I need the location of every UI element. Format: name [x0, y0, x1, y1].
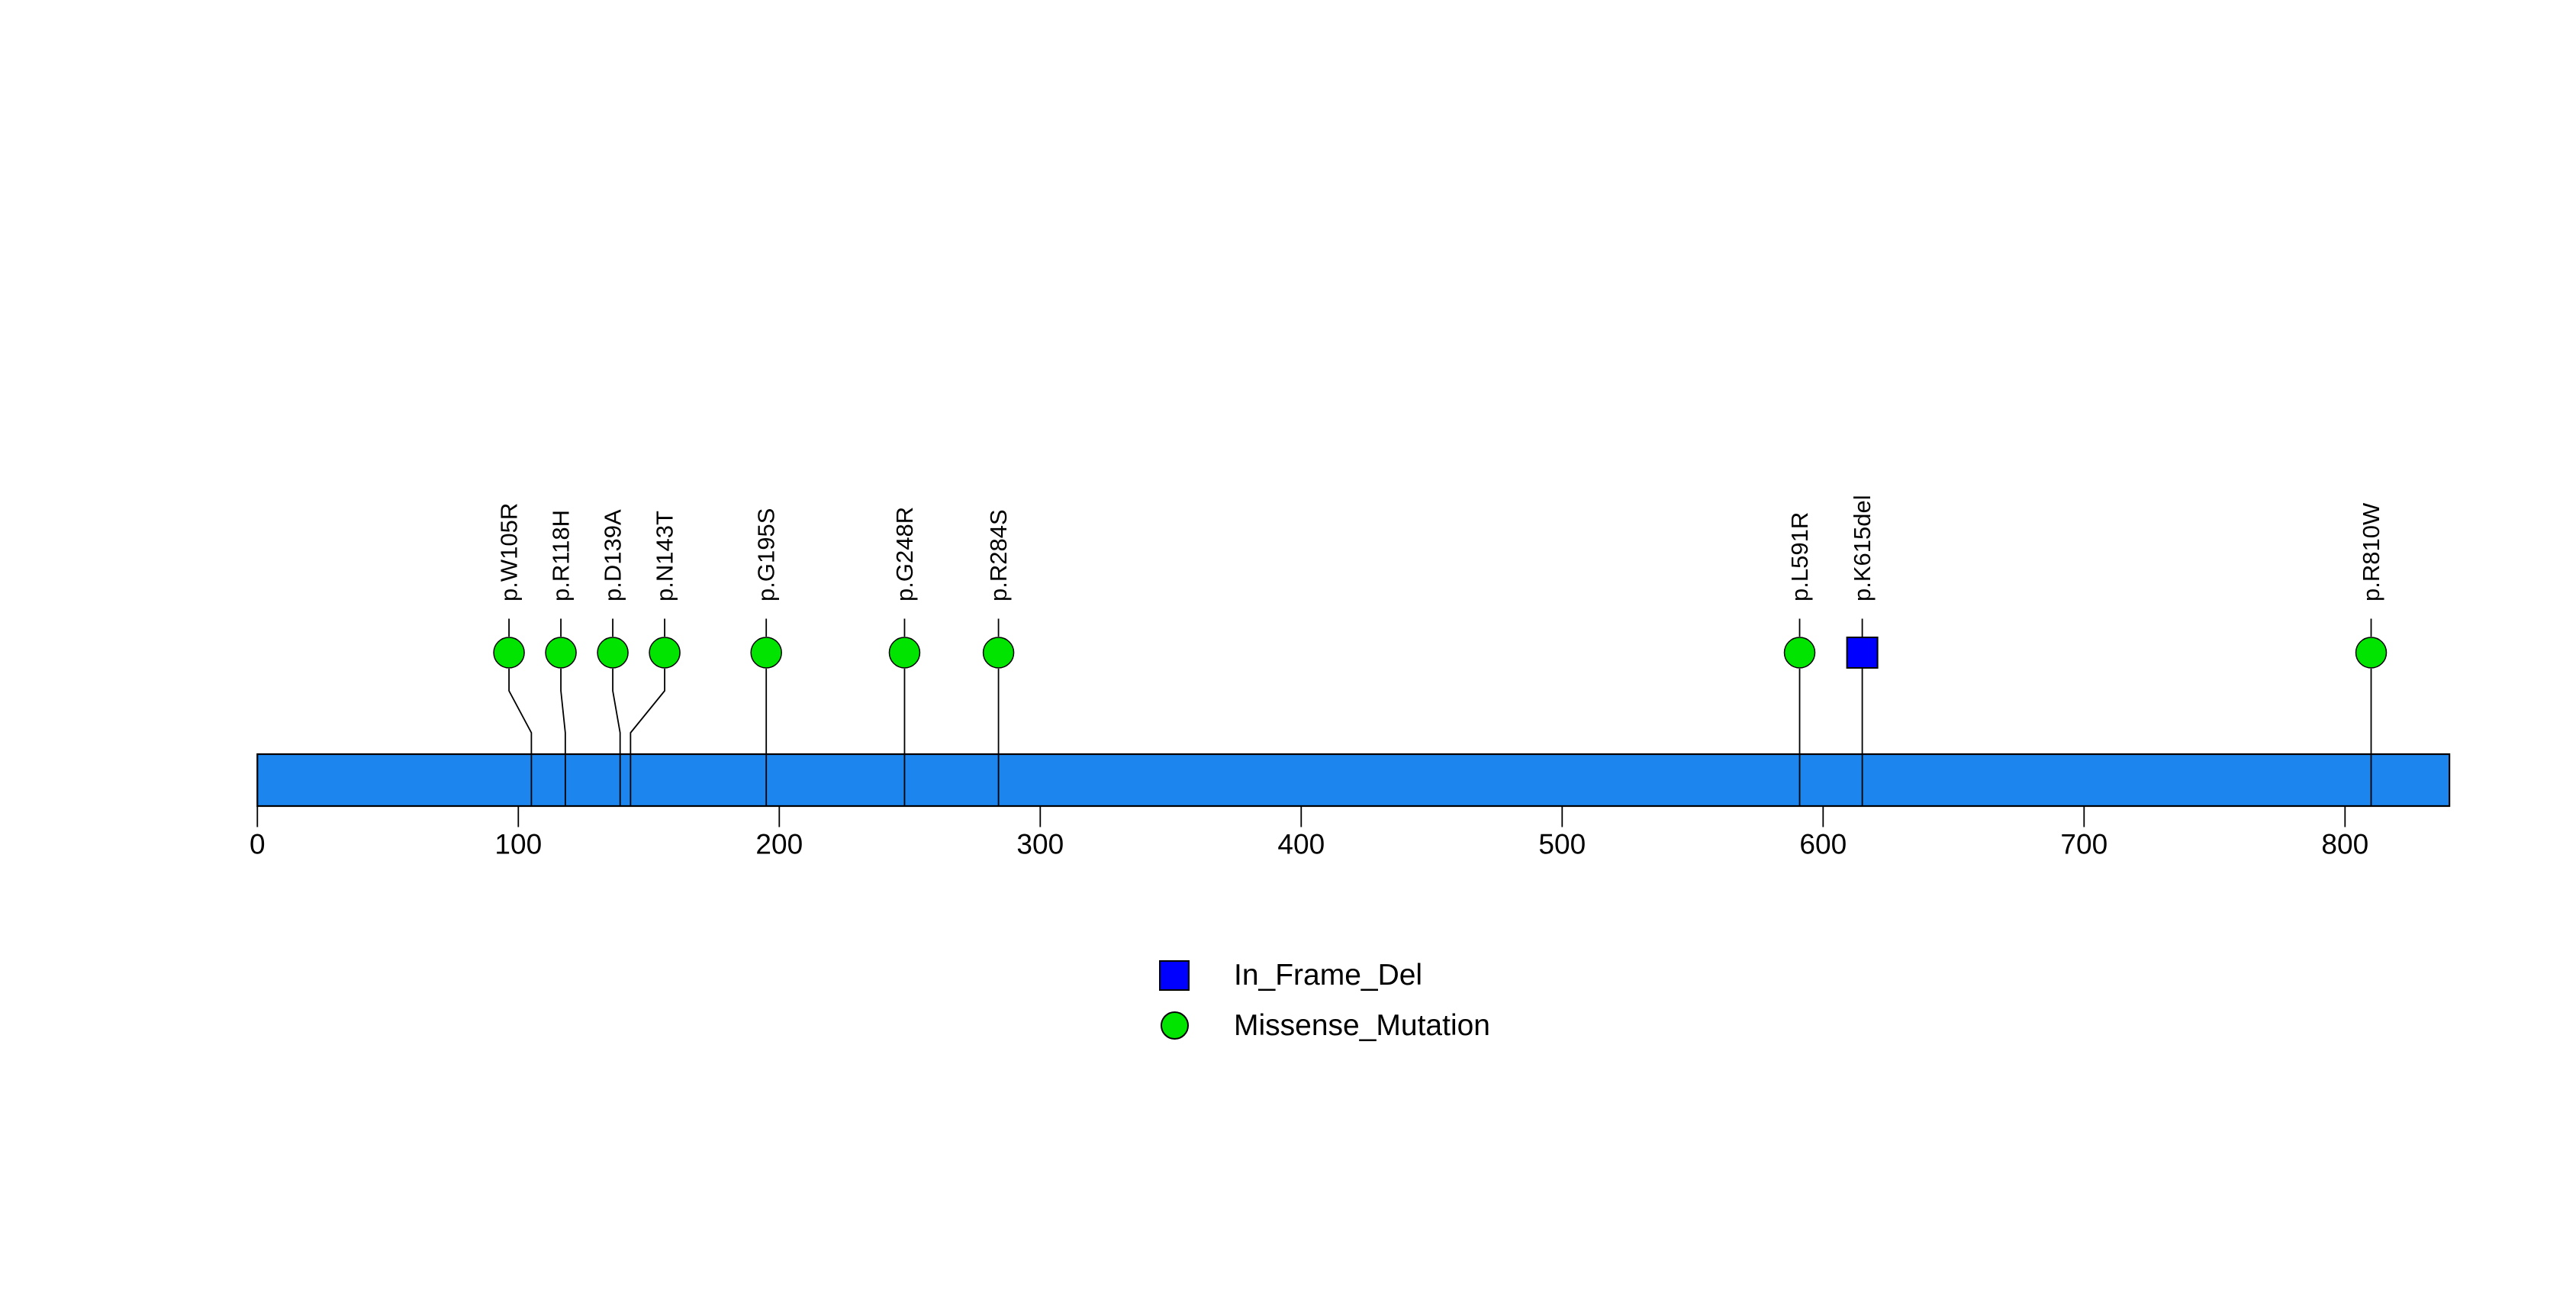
mutation-marker-circle: [649, 637, 681, 669]
mutation-label: p.K615del: [1849, 495, 1876, 601]
mutation-label: p.G248R: [891, 507, 918, 601]
mutation-marker-square: [1846, 637, 1879, 669]
mutation-marker-circle: [493, 637, 525, 669]
mutation-connectors: [508, 618, 2372, 806]
mutation-connector-line: [508, 669, 533, 806]
x-axis: 0 100 200 300 400 500 600 700 800: [250, 806, 2368, 859]
legend-item: In_Frame_Del: [1159, 958, 1490, 992]
mutation-label: p.D139A: [600, 509, 626, 601]
mutation-label: p.R118H: [548, 510, 575, 601]
axis-tick-label: 0: [250, 828, 266, 859]
legend-label: In_Frame_Del: [1234, 958, 1423, 992]
mutation-connector-line: [560, 669, 566, 806]
mutation-label: p.W105R: [496, 503, 523, 601]
mutation-label: p.N143T: [652, 511, 678, 601]
mutation-marker-circle: [888, 637, 921, 669]
axis-tick-label: 300: [1016, 828, 1064, 859]
axis-tick-label: 200: [755, 828, 803, 859]
legend: In_Frame_Del Missense_Mutation: [1159, 958, 1490, 1042]
protein-bar: [256, 753, 2451, 808]
mutation-label: p.L591R: [1786, 512, 1813, 601]
mutation-marker-circle: [597, 637, 629, 669]
mutation-marker-circle: [1783, 637, 1816, 669]
mutation-marker-circle: [2355, 637, 2388, 669]
axis-tick-label: 400: [1277, 828, 1325, 859]
mutation-markers: p.W105R p.R118H p.D139A p.N143T p.G195S p.G24…: [493, 495, 2388, 669]
axis-tick-label: 700: [2060, 828, 2107, 859]
legend-label: Missense_Mutation: [1234, 1008, 1490, 1042]
mutation-marker-circle: [545, 637, 577, 669]
axis-tick-label: 100: [494, 828, 542, 859]
circle-swatch-icon: [1160, 1011, 1189, 1040]
mutation-connector-line: [630, 669, 665, 806]
axis-tick-label: 800: [2321, 828, 2368, 859]
axis-tick-label: 500: [1538, 828, 1586, 859]
axis-tick-label: 600: [1799, 828, 1847, 859]
mutation-label: p.R284S: [985, 509, 1012, 601]
square-swatch-icon: [1159, 959, 1190, 991]
mutation-marker-circle: [750, 637, 782, 669]
mutation-label: p.G195S: [753, 508, 780, 601]
mutation-label: p.R810W: [2358, 502, 2384, 601]
mutation-connector-line: [612, 669, 621, 806]
mutation-marker-circle: [982, 637, 1015, 669]
legend-item: Missense_Mutation: [1159, 1008, 1490, 1042]
